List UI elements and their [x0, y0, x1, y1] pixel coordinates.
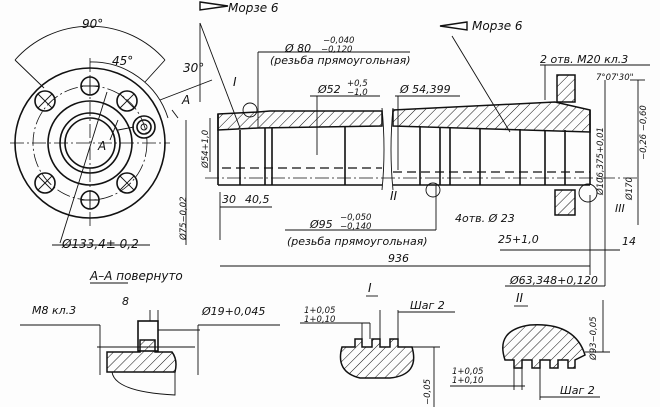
d80-tol-lower: −0,120	[321, 45, 352, 55]
d75-label: Ø75−0,02	[178, 196, 189, 241]
d93-label: Ø93−0,05	[588, 316, 599, 361]
d106-label: Ø106,375+0,01	[595, 127, 606, 196]
section-title: А–А повернуто	[89, 269, 183, 283]
thread-note-top: (резьба прямоугольная)	[270, 54, 411, 67]
holes-d23-label: 4отв. Ø 23	[455, 212, 515, 225]
detail-i-view	[300, 295, 455, 407]
dim-25-label: 25+1,0	[498, 233, 539, 246]
d80-label: Ø 80	[284, 42, 311, 55]
d19-label: Ø19+0,045	[201, 305, 265, 318]
dim-14-label: 14	[622, 235, 636, 248]
tol-005-label: −0,05	[423, 379, 433, 405]
detail-ii-view	[450, 300, 610, 400]
morse-right-label: Морзе 6	[472, 19, 523, 33]
detail-ii-tol-b: 1+0,10	[452, 376, 483, 386]
d80-tol-upper: −0,040	[323, 36, 354, 46]
d133-label: Ø133,4± 0,2	[61, 237, 139, 251]
d54399-label: Ø 54,399	[399, 83, 451, 96]
angle-45-label: 45°	[112, 54, 133, 68]
d52-tol-upper: +0,5	[347, 79, 368, 89]
section-a-label: A	[181, 93, 190, 107]
d95-tol-upper: −0,050	[340, 213, 371, 223]
shaft-section	[185, 1, 650, 287]
detail-i-tol-a: 1+0,05	[304, 306, 335, 316]
section-a-label-center: A	[97, 139, 106, 153]
dim-936-label: 936	[388, 252, 409, 265]
detail-i-marker: I	[233, 75, 237, 89]
d52-label: Ø52	[317, 83, 341, 96]
d63-label: Ø63,348+0,120	[509, 274, 598, 287]
flange-end-view	[10, 25, 213, 246]
detail-ii-tol-a: 1+0,05	[452, 367, 483, 377]
detail-ii-pitch: Шаг 2	[560, 384, 595, 397]
dim-8-label: 8	[122, 295, 129, 308]
d52-tol-lower: −1,0	[347, 88, 368, 98]
d95-tol-lower: −0,140	[340, 222, 371, 232]
d170-tol: −0,26 −0,60	[639, 105, 649, 160]
detail-i-title: I	[368, 281, 372, 295]
angle-90-label: 90°	[82, 17, 103, 31]
dim-30-label: 30	[222, 193, 236, 206]
detail-a-view	[20, 310, 280, 396]
m8-label: M8 кл.3	[32, 304, 76, 317]
morse-left-label: Морзе 6	[228, 1, 279, 15]
thread-note-bottom: (резьба прямоугольная)	[287, 235, 428, 248]
detail-ii-title: II	[516, 291, 524, 305]
d95-label: Ø95	[309, 218, 333, 231]
dim-40-5-label: 40,5	[245, 193, 270, 206]
d54-label: Ø54+1,0	[200, 130, 211, 169]
detail-ii-marker: II	[390, 189, 398, 203]
holes-m20-label: 2 отв. M20 кл.3	[540, 53, 628, 66]
d170-label: Ø170	[624, 177, 635, 201]
angle-7-label: 7°07'30"	[596, 73, 634, 83]
detail-i-tol-b: 1+0,10	[304, 315, 335, 325]
detail-iii-marker: III	[615, 202, 625, 215]
detail-i-pitch: Шаг 2	[410, 299, 445, 312]
angle-30-label: 30°	[183, 61, 204, 75]
